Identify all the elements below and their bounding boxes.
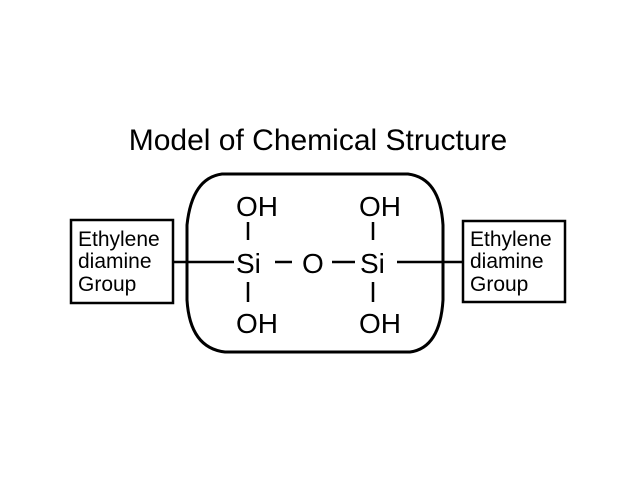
si-right: Si: [360, 248, 385, 279]
bridge-oxygen: O: [302, 248, 324, 279]
right-silicon-center: OH Si OH: [359, 191, 401, 339]
si-left: Si: [236, 248, 261, 279]
oh-top-right: OH: [359, 191, 401, 222]
oh-bottom-left: OH: [236, 308, 278, 339]
oh-top-left: OH: [236, 191, 278, 222]
siloxane-core-enclosure: [185, 172, 445, 354]
right-group-line-2: diamine: [470, 250, 544, 273]
right-group-line-3: Group: [470, 273, 528, 296]
left-group-line-1: Ethylene: [78, 228, 160, 251]
right-group-line-1: Ethylene: [470, 228, 552, 251]
oh-bottom-right: OH: [359, 308, 401, 339]
left-group-line-2: diamine: [78, 250, 152, 273]
left-ethylene-diamine-group: Ethylene diamine Group: [69, 218, 175, 305]
left-silicon-center: OH Si OH: [236, 191, 278, 339]
left-group-line-3: Group: [78, 273, 136, 296]
right-ethylene-diamine-group: Ethylene diamine Group: [461, 219, 567, 304]
diagram-title: Model of Chemical Structure: [129, 124, 508, 157]
